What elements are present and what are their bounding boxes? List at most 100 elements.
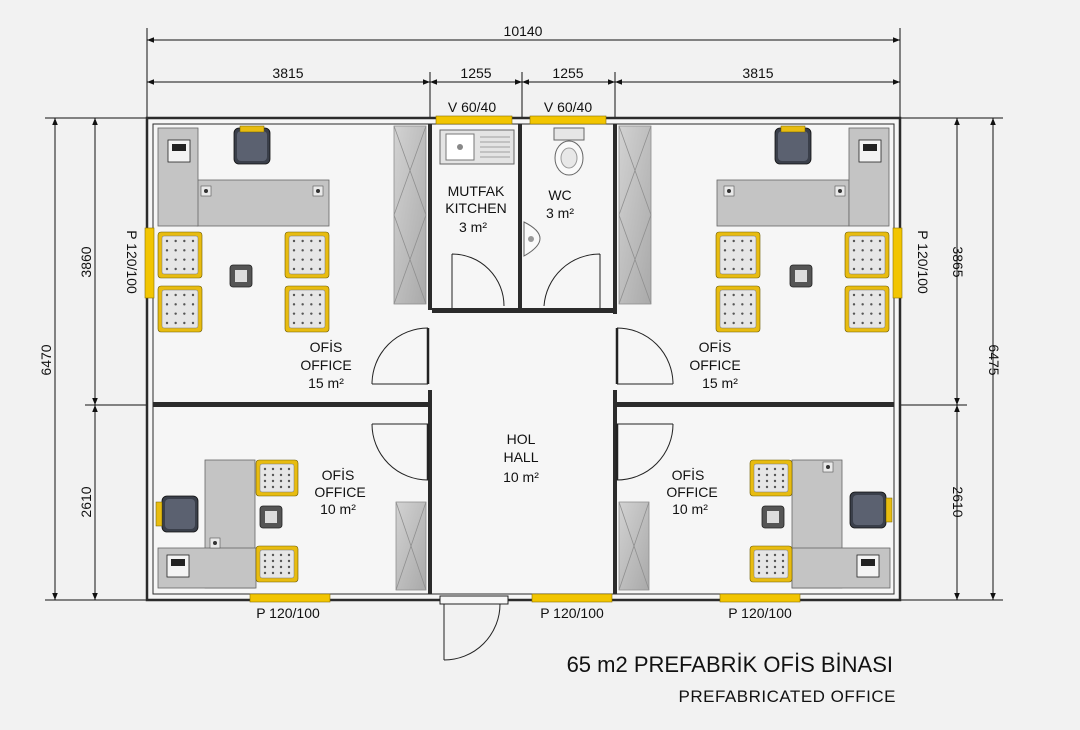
cabinet-hall-right [618,501,650,591]
wc-area: 3 m² [546,205,574,221]
plan-subtitle: PREFABRICATED OFFICE [679,687,897,706]
office-tl-area: 15 m² [308,375,344,391]
guest-chair [749,545,793,583]
phone [259,505,283,529]
window-label-kitchen: V 60/40 [448,99,496,115]
office-br-name-tr: OFİS [672,466,705,483]
drawer-unit [209,537,221,549]
drawer-unit [834,185,846,197]
dim-kitchen-width: 1255 [460,65,491,81]
window-right [892,227,903,299]
dim-left-total-height: 6470 [38,344,54,375]
room-labels: MUTFAK KITCHEN 3 m² WC 3 m² OFİS OFFICE … [300,183,740,517]
chair-back [780,125,806,133]
window-label-right: P 120/100 [915,230,931,294]
kitchen-name-en: KITCHEN [445,200,506,216]
dim-right-office-width: 3815 [742,65,773,81]
office-chair [849,491,887,529]
kitchen-name-tr: MUTFAK [448,183,505,199]
kitchen-area: 3 m² [459,219,487,235]
window-label-bottom-left: P 120/100 [256,605,320,621]
office-furniture [155,125,893,589]
phone [761,505,785,529]
office-tl-name-en: OFFICE [300,357,351,373]
window-label-bottom-right: P 120/100 [728,605,792,621]
cabinet-hall-left [395,501,427,591]
dim-right-lower-height: 2610 [950,486,966,517]
dimension-labels: 10140 3815 1255 1255 3815 6470 3860 2610… [38,23,1002,518]
guest-chair [157,231,203,279]
drawer-unit [822,461,834,473]
walls [145,116,902,602]
windows [144,115,903,603]
hall-name-en: HALL [503,449,538,465]
window-kitchen [435,115,513,125]
guest-chair [844,231,890,279]
phone [229,264,253,288]
wc-washbasin [523,221,541,257]
window-left [144,227,155,299]
guest-chair [157,285,203,333]
window-bottom-center [531,593,613,603]
dim-right-upper-height: 3865 [950,246,966,277]
drawer-unit [200,185,212,197]
guest-chair [715,285,761,333]
desk [716,179,850,227]
doors [371,253,674,661]
dim-left-office-width: 3815 [272,65,303,81]
kitchen-sink [439,129,515,165]
window-wc [529,115,607,125]
drawer-unit [723,185,735,197]
office-br-name-en: OFFICE [666,484,717,500]
guest-chair [844,285,890,333]
desk [196,179,330,227]
guest-chair [255,545,299,583]
printer [167,139,191,163]
office-chair [774,127,812,165]
chair-back [155,501,163,527]
office-bl-area: 10 m² [320,501,356,517]
cabinet-left-upper [393,125,427,305]
guest-chair [284,231,330,279]
window-labels: V 60/40 V 60/40 P 120/100 P 120/100 P 12… [124,99,931,621]
guest-chair [255,459,299,497]
printer [858,139,882,163]
office-bl-name-tr: OFİS [322,466,355,483]
toilet [553,127,585,176]
chair-back [239,125,265,133]
dim-total-width: 10140 [504,23,543,39]
office-tr-name-en: OFFICE [689,357,740,373]
office-br-area: 10 m² [672,501,708,517]
window-label-wc: V 60/40 [544,99,592,115]
office-tr-name-tr: OFİS [699,338,732,355]
office-chair [233,127,271,165]
dim-left-lower-height: 2610 [78,486,94,517]
cabinets [393,125,652,591]
cabinet-right-upper [618,125,652,305]
window-bottom-left [249,593,331,603]
dimension-lines [45,28,1003,601]
printer [856,554,880,578]
dim-wc-width: 1255 [552,65,583,81]
printer [166,554,190,578]
hall-area: 10 m² [503,469,539,485]
dim-right-total-height: 6475 [986,344,1002,375]
phone [789,264,813,288]
drawer-unit [312,185,324,197]
dim-left-upper-height: 3860 [78,246,94,277]
window-label-bottom-center: P 120/100 [540,605,604,621]
office-bl-name-en: OFFICE [314,484,365,500]
guest-chair [284,285,330,333]
office-tr-area: 15 m² [702,375,738,391]
window-label-left: P 120/100 [124,230,140,294]
window-bottom-right [719,593,801,603]
office-chair [161,495,199,533]
office-tl-name-tr: OFİS [310,338,343,355]
wc-name: WC [548,187,571,203]
guest-chair [749,459,793,497]
guest-chair [715,231,761,279]
hall-name-tr: HOL [507,431,536,447]
chair-back [885,497,893,523]
plan-title: 65 m2 PREFABRİK OFİS BİNASI [567,652,893,677]
